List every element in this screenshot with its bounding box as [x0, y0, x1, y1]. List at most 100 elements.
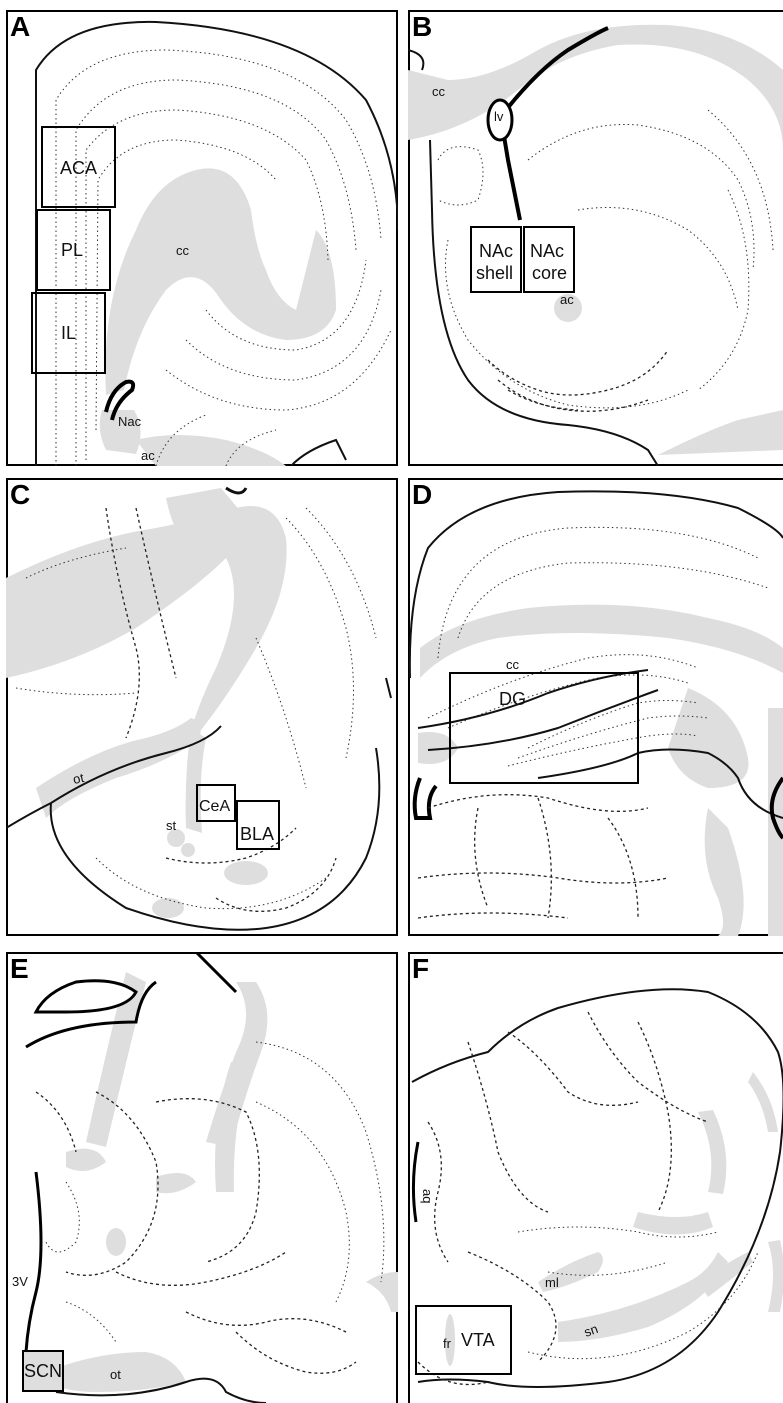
cortex-boundary [25, 980, 157, 1049]
fasciculus-retroflexus [445, 1314, 455, 1366]
thalamus-dash-3 [537, 797, 552, 919]
dash-line-5 [185, 1311, 347, 1333]
cortex-dot-2 [457, 562, 769, 639]
panel-a: A ACA PL IL cc Nac ac [6, 10, 398, 466]
dot-line-2 [285, 517, 354, 759]
hippo-line-2 [447, 674, 689, 729]
structure-label-ac: ac [560, 292, 574, 307]
dash-line-7 [417, 1361, 489, 1386]
islands-line-1 [487, 349, 669, 396]
third-ventricle [24, 1171, 43, 1353]
lower-white-matter [658, 410, 783, 455]
structure-label-ac: ac [141, 448, 155, 463]
brain-outline-bottom [55, 1377, 267, 1403]
outline-top-left [408, 49, 425, 71]
thalamus-dash-6 [417, 912, 569, 919]
region-label-bla: BLA [240, 824, 274, 844]
cortex-line-2 [697, 189, 750, 391]
dash-line-4 [115, 1251, 287, 1286]
wm-blob-4 [224, 861, 268, 885]
top-outline [194, 952, 238, 994]
panel-d-drawing: D DG cc [408, 478, 783, 936]
aqueduct [411, 1141, 420, 1223]
dot-line-3 [305, 507, 377, 639]
dg-upper-blade [417, 669, 649, 729]
region-label-pl: PL [61, 240, 83, 260]
internal-capsule-wm [86, 972, 146, 1147]
wm-blob-1 [167, 829, 185, 847]
panel-f: F VTA fr aq ml sn [408, 952, 783, 1403]
panel-f-drawing: F VTA fr aq ml sn [408, 952, 783, 1403]
wm-blob-3 [106, 1228, 126, 1256]
dot-line-1 [255, 1041, 385, 1283]
wm-blob-2 [156, 1173, 196, 1194]
dash-line-6 [467, 1251, 557, 1363]
cortex-dot-1 [437, 526, 759, 659]
panel-d: D DG cc [408, 478, 783, 936]
hippo-line-5 [507, 733, 699, 767]
brain-surface [6, 725, 222, 829]
region-label-nac-core-1: NAc [530, 241, 564, 261]
wm-blob-1 [66, 1148, 106, 1171]
panel-label-d: D [412, 479, 432, 510]
roi-il [31, 292, 106, 374]
dot-line-4 [45, 1181, 80, 1253]
panel-label-e: E [10, 953, 29, 984]
outline-top [225, 486, 248, 495]
panel-label-b: B [412, 11, 432, 42]
roi-scn [22, 1350, 64, 1392]
panel-label-c: C [10, 479, 30, 510]
region-label-cea: CeA [199, 798, 230, 815]
wm-right-1 [748, 1072, 778, 1132]
anterior-commissure-wm [136, 435, 286, 466]
dot-line-6 [15, 687, 137, 696]
dash-line-1 [155, 1098, 260, 1263]
structure-label-cc: cc [432, 84, 446, 99]
dash-line-5 [427, 1121, 449, 1263]
panel-b: B NAc shell NAc core cc lv ac [408, 10, 783, 466]
fimbria-wm [668, 688, 749, 788]
striatum-line-1 [527, 123, 755, 271]
wm-blob-2 [181, 843, 195, 857]
striatum-line-2 [577, 207, 739, 311]
panel-b-frame [408, 10, 783, 466]
dash-line-2 [507, 1031, 639, 1106]
thalamus-dash-5 [417, 872, 669, 884]
external-capsule [6, 506, 287, 748]
dash-line-2 [65, 1091, 159, 1276]
corpus-callosum [408, 24, 783, 150]
edge-wm [366, 1272, 398, 1312]
layer-line-3 [85, 109, 329, 460]
brain-outline-top [408, 490, 783, 679]
hippo-line-3 [527, 700, 699, 749]
structure-label-sn: sn [582, 1321, 600, 1340]
ventricle-right [769, 776, 783, 840]
thalamus-dash-1 [427, 794, 649, 812]
brainstem-outline [411, 988, 783, 1388]
cortex-line-1 [707, 109, 774, 251]
dash-line-4 [215, 857, 337, 912]
dot-line-5 [95, 857, 327, 910]
region-label-aca: ACA [60, 158, 97, 178]
dash-line-1 [467, 1041, 549, 1213]
region-label-scn: SCN [24, 1361, 62, 1381]
outline-edge [385, 677, 392, 699]
hippocampus-outline [33, 979, 138, 1014]
lateral-ventricle-body [486, 98, 514, 142]
upper-white-matter [166, 488, 246, 558]
dash-line-3 [587, 1011, 709, 1123]
islands-line-3 [507, 389, 579, 411]
panel-c-drawing: C CeA BLA ot st [6, 478, 398, 936]
brain-outline-lower [290, 438, 347, 466]
region-label-vta: VTA [461, 1330, 495, 1350]
left-wm [418, 732, 458, 764]
dot-line-3 [65, 1301, 117, 1343]
substantia-nigra-wm [558, 1252, 728, 1342]
region-label-nac-shell-2: shell [476, 263, 513, 283]
region-label-il: IL [61, 323, 76, 343]
structure-label-lv: lv [494, 109, 504, 124]
brain-outline-mid [537, 748, 783, 819]
panel-f-frame [408, 952, 783, 1403]
structure-label-cc: cc [176, 243, 190, 258]
wm-blob-3 [152, 898, 184, 918]
